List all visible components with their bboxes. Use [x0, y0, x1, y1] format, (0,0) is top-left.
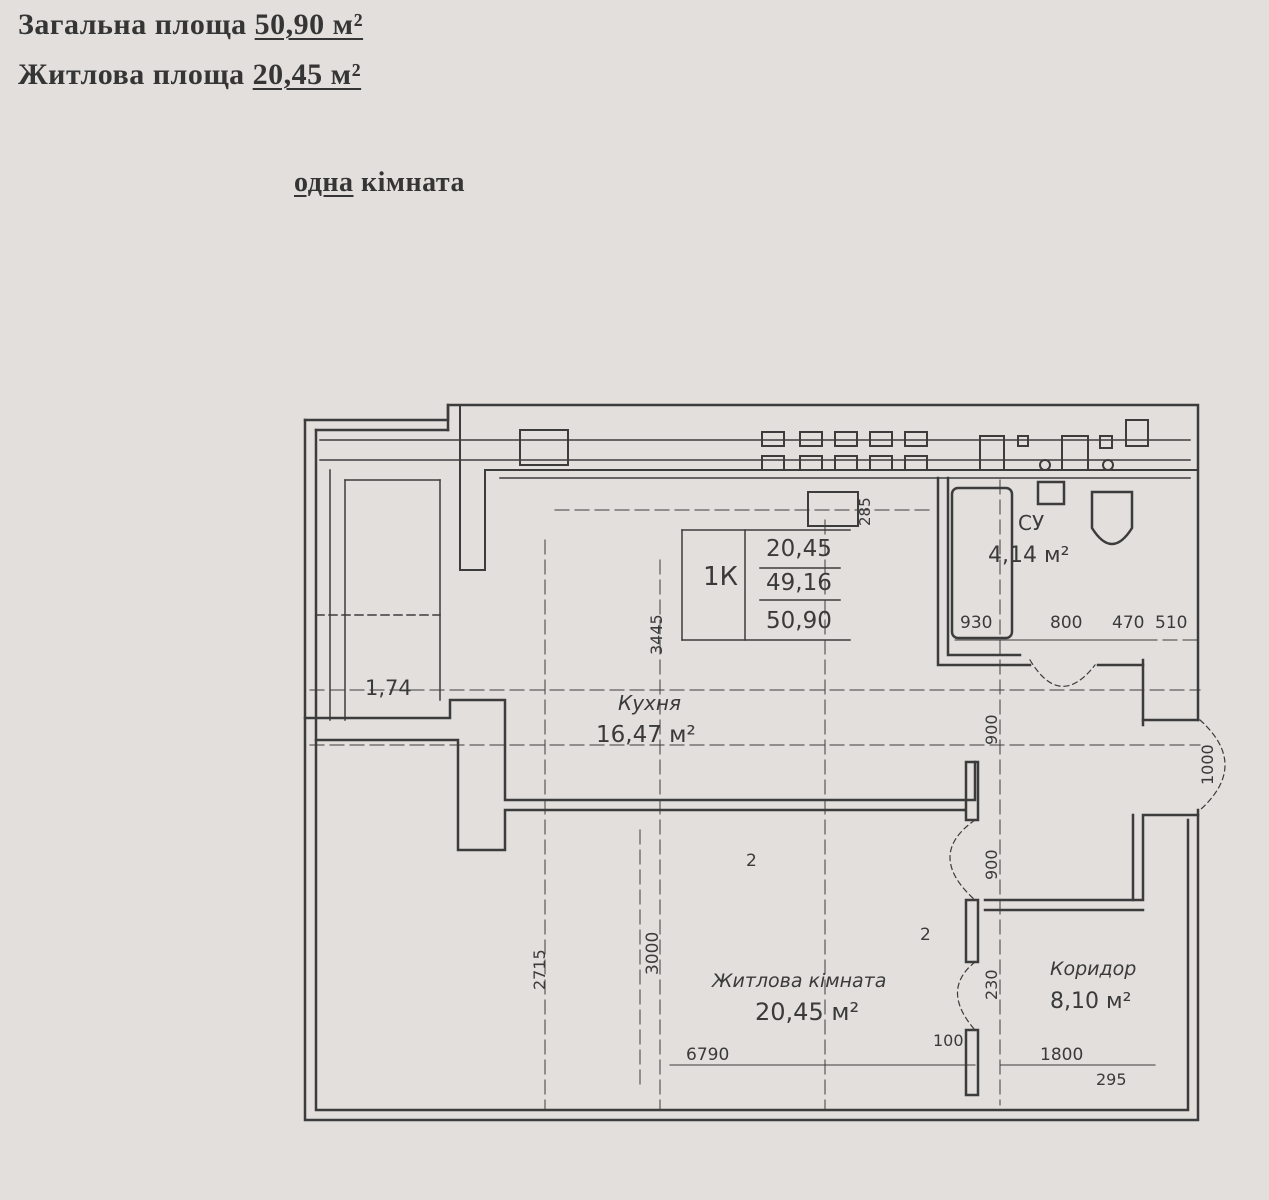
apartment-usable: 49,16 [766, 570, 832, 596]
apartment-code: 1К [703, 562, 738, 592]
dim-1800: 1800 [1040, 1045, 1083, 1065]
total-area-label: Загальна площа [18, 8, 247, 41]
total-area-line: Загальна площа 50,90 м² [18, 8, 363, 42]
room-count-line: одна кімната [294, 167, 465, 199]
bathroom-name: СУ [1018, 511, 1044, 535]
technical-strip [319, 439, 1191, 479]
dim-100: 100 [933, 1031, 964, 1050]
apartment-total: 50,90 [766, 608, 832, 634]
dim-470: 470 [1112, 613, 1144, 633]
dim-2-centre: 2 [746, 851, 757, 871]
dim-6790: 6790 [686, 1045, 729, 1065]
bathroom-area: 4,14 м² [988, 543, 1069, 568]
dim-3000: 3000 [643, 932, 663, 975]
dim-2-door: 2 [920, 925, 931, 945]
dim-1000: 1000 [1198, 744, 1217, 785]
dim-930: 930 [960, 613, 992, 633]
interior-walls [303, 658, 1200, 1097]
dim-900-mid: 900 [982, 849, 1001, 880]
door-swings [949, 659, 1226, 1031]
corridor-name: Коридор [1050, 958, 1136, 980]
loggia [315, 469, 441, 721]
corridor-area: 8,10 м² [1050, 989, 1131, 1014]
total-area-value: 50,90 м² [254, 8, 364, 41]
living-area-label: Житлова площа [18, 58, 245, 91]
dim-510: 510 [1155, 613, 1187, 633]
living-area-line: Житлова площа 20,45 м² [18, 58, 361, 92]
balcony-area: 1,74 [365, 676, 412, 700]
kitchen-area: 16,47 м² [596, 722, 696, 748]
dim-295: 295 [1096, 1070, 1127, 1089]
apartment-living: 20,45 [766, 536, 832, 562]
living-room-name: Житлова кімната [711, 970, 886, 992]
outer-wall [303, 403, 1200, 1122]
utility-boxes [519, 419, 1149, 527]
kitchen-name: Кухня [618, 691, 681, 715]
living-room-area: 20,45 м² [755, 998, 859, 1026]
dim-900-top: 900 [982, 714, 1001, 745]
bathroom-walls [936, 476, 1145, 667]
dim-230: 230 [982, 969, 1001, 1000]
living-area-value: 20,45 м² [252, 58, 362, 91]
dim-285: 285 [856, 497, 874, 526]
dim-3445: 3445 [647, 614, 666, 655]
dim-2715: 2715 [530, 949, 549, 990]
room-count-suffix: кімната [361, 167, 465, 198]
room-count-word: одна [294, 167, 354, 198]
apartment-table [681, 529, 851, 641]
dim-800: 800 [1050, 613, 1082, 633]
dimension-lines [309, 479, 1201, 1111]
